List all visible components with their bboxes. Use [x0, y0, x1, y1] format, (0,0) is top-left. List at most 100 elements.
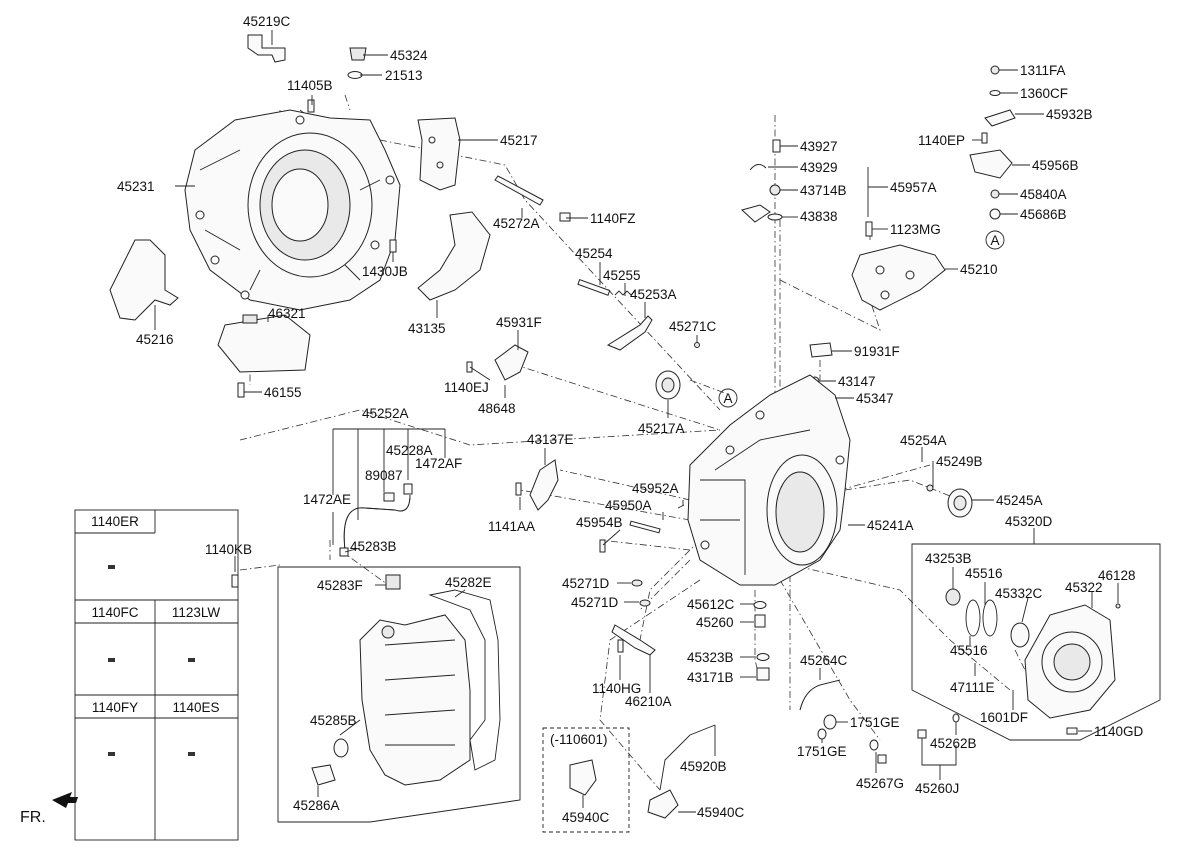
label-45282E: 45282E — [445, 575, 492, 590]
bolt-1141AA — [515, 482, 522, 496]
pin-45254 — [577, 279, 611, 296]
clamp-89087 — [383, 492, 395, 502]
plate-45950A — [629, 520, 661, 534]
rod-45272A — [494, 175, 544, 206]
label-1601DF: 1601DF — [980, 710, 1028, 725]
sensor-45940C-old — [569, 759, 597, 796]
label-1430JB: 1430JB — [362, 264, 408, 279]
label-1140EJ: 1140EJ — [444, 380, 489, 395]
label-45686B: 45686B — [1020, 207, 1067, 222]
reference-circle-a-mid — [718, 388, 738, 408]
oring-45612C — [753, 601, 767, 609]
label-1140GD: 1140GD — [1094, 724, 1144, 739]
seal-45332C — [1010, 622, 1030, 648]
label-45228A: 45228A — [386, 443, 433, 458]
label-45271D-2: 45271D — [571, 595, 619, 610]
bolt-icon-1123LW — [188, 658, 195, 662]
label-46321: 46321 — [268, 306, 306, 321]
label-1472AF: 1472AF — [415, 456, 462, 471]
ball-45249B — [926, 484, 934, 492]
bolt-icon-1140FC — [108, 658, 115, 662]
bearing-43253B — [945, 588, 961, 606]
ball-45271C — [694, 342, 700, 348]
label-45264C: 45264C — [800, 653, 848, 668]
front-direction-arrow-icon — [52, 792, 78, 808]
label-45262B: 45262B — [930, 736, 977, 751]
transaxle-case-45241A — [687, 374, 851, 586]
label-45840A: 45840A — [1020, 187, 1067, 202]
ball-45271D-1 — [631, 579, 643, 587]
bracket-45219C — [247, 34, 286, 63]
lever-45957A — [741, 204, 771, 223]
label-1123MG: 1123MG — [890, 222, 941, 237]
label-43147: 43147 — [838, 374, 876, 389]
label-45285B: 45285B — [310, 713, 357, 728]
ring-45285B — [333, 738, 349, 758]
label-45260: 45260 — [696, 615, 734, 630]
label-43927: 43927 — [800, 139, 838, 154]
bolt-icon-1140FY — [108, 752, 115, 756]
ring-45516-1 — [965, 599, 981, 637]
plug-45260 — [754, 614, 766, 628]
bolt-table: 1140ER 1140FC 1123LW 1140FY 1140ES — [74, 509, 239, 841]
switch-45956B — [969, 149, 1013, 179]
bracket-45216 — [109, 239, 179, 321]
washer-21513 — [347, 71, 363, 79]
label-45612C: 45612C — [687, 597, 735, 612]
label-21513: 21513 — [385, 68, 423, 83]
label-48648: 48648 — [478, 401, 516, 416]
label-110601: (-110601) — [550, 732, 608, 747]
converter-housing-45231 — [184, 109, 401, 311]
label-45267G: 45267G — [856, 776, 904, 791]
label-45254: 45254 — [575, 246, 613, 261]
label-45932B: 45932B — [1046, 107, 1093, 122]
seal-45686B — [989, 208, 1001, 220]
label-45931F: 45931F — [496, 315, 542, 330]
pin-1430JB — [389, 239, 397, 253]
label-1141AA: 1141AA — [488, 519, 535, 534]
label-45217A: 45217A — [638, 421, 685, 436]
label-1751GE-2: 1751GE — [797, 744, 847, 759]
leader-lines — [154, 30, 1119, 813]
oring-45323B — [756, 653, 770, 661]
label-45254A: 45254A — [900, 433, 947, 448]
label-45347: 45347 — [856, 391, 894, 406]
bolt-43927 — [772, 139, 781, 153]
label-47111E: 47111E — [950, 680, 995, 695]
cover-43137E — [529, 459, 559, 511]
label-45286A: 45286A — [293, 798, 340, 813]
label-45252A: 45252A — [362, 406, 409, 421]
lever-45932B — [984, 109, 1016, 127]
bolt-11405B — [307, 99, 315, 113]
bolt-1140HG — [617, 639, 624, 653]
label-45253A: 45253A — [630, 287, 677, 302]
label-45324: 45324 — [390, 48, 428, 63]
label-46155: 46155 — [264, 385, 302, 400]
sensor-45940C — [647, 789, 679, 819]
lever-45253A — [606, 315, 653, 351]
label-45332C: 45332C — [995, 586, 1043, 601]
nut-1311FA — [990, 65, 1000, 75]
label-45320D: 45320D — [1005, 514, 1053, 529]
label-46128: 46128 — [1098, 568, 1136, 583]
label-45210: 45210 — [960, 262, 998, 277]
label-45322: 45322 — [1065, 580, 1103, 595]
ring-43838 — [767, 213, 783, 221]
label-45245A: 45245A — [996, 493, 1043, 508]
filter-46321 — [217, 314, 311, 373]
label-43714B: 43714B — [800, 183, 847, 198]
label-45260J: 45260J — [915, 781, 959, 796]
bolt-1140FZ — [559, 212, 571, 222]
label-45516-1: 45516 — [965, 566, 1003, 581]
table-label-1123LW: 1123LW — [172, 605, 221, 620]
bolt-46155 — [237, 382, 245, 398]
bolt-1140KB — [231, 574, 239, 588]
clamp-1472AF — [403, 483, 413, 495]
label-43137E: 43137E — [527, 432, 574, 447]
bolt-45954B — [599, 539, 606, 553]
fitting-1751GE-1 — [823, 714, 837, 730]
label-45271D-1: 45271D — [562, 576, 610, 591]
cover-45322 — [1024, 604, 1116, 719]
assembly-box-45320D — [911, 543, 1161, 741]
